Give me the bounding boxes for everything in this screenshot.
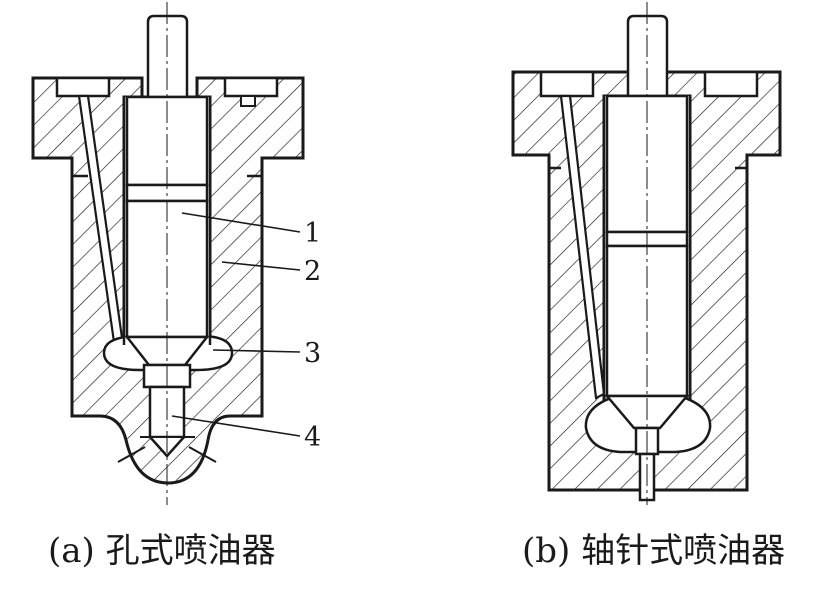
callout-2: 2	[304, 256, 321, 287]
injector-b: (b) 轴针式喷油器	[511, 2, 785, 571]
inlet-recess-left	[55, 76, 111, 98]
callout-1: 1	[304, 218, 321, 249]
inlet-recess-right	[223, 76, 279, 98]
callout-4: 4	[304, 422, 321, 453]
inlet-recess-b-left	[539, 70, 595, 98]
caption-b: (b) 轴针式喷油器	[522, 531, 785, 571]
callout-3: 3	[304, 338, 321, 369]
injector-a: 1 2 3 4 (a) 孔式喷油器	[31, 2, 321, 571]
inlet-recess-b-right	[703, 70, 759, 98]
callouts-a: 1 2 3 4	[171, 212, 321, 453]
caption-a: (a) 孔式喷油器	[48, 531, 276, 571]
